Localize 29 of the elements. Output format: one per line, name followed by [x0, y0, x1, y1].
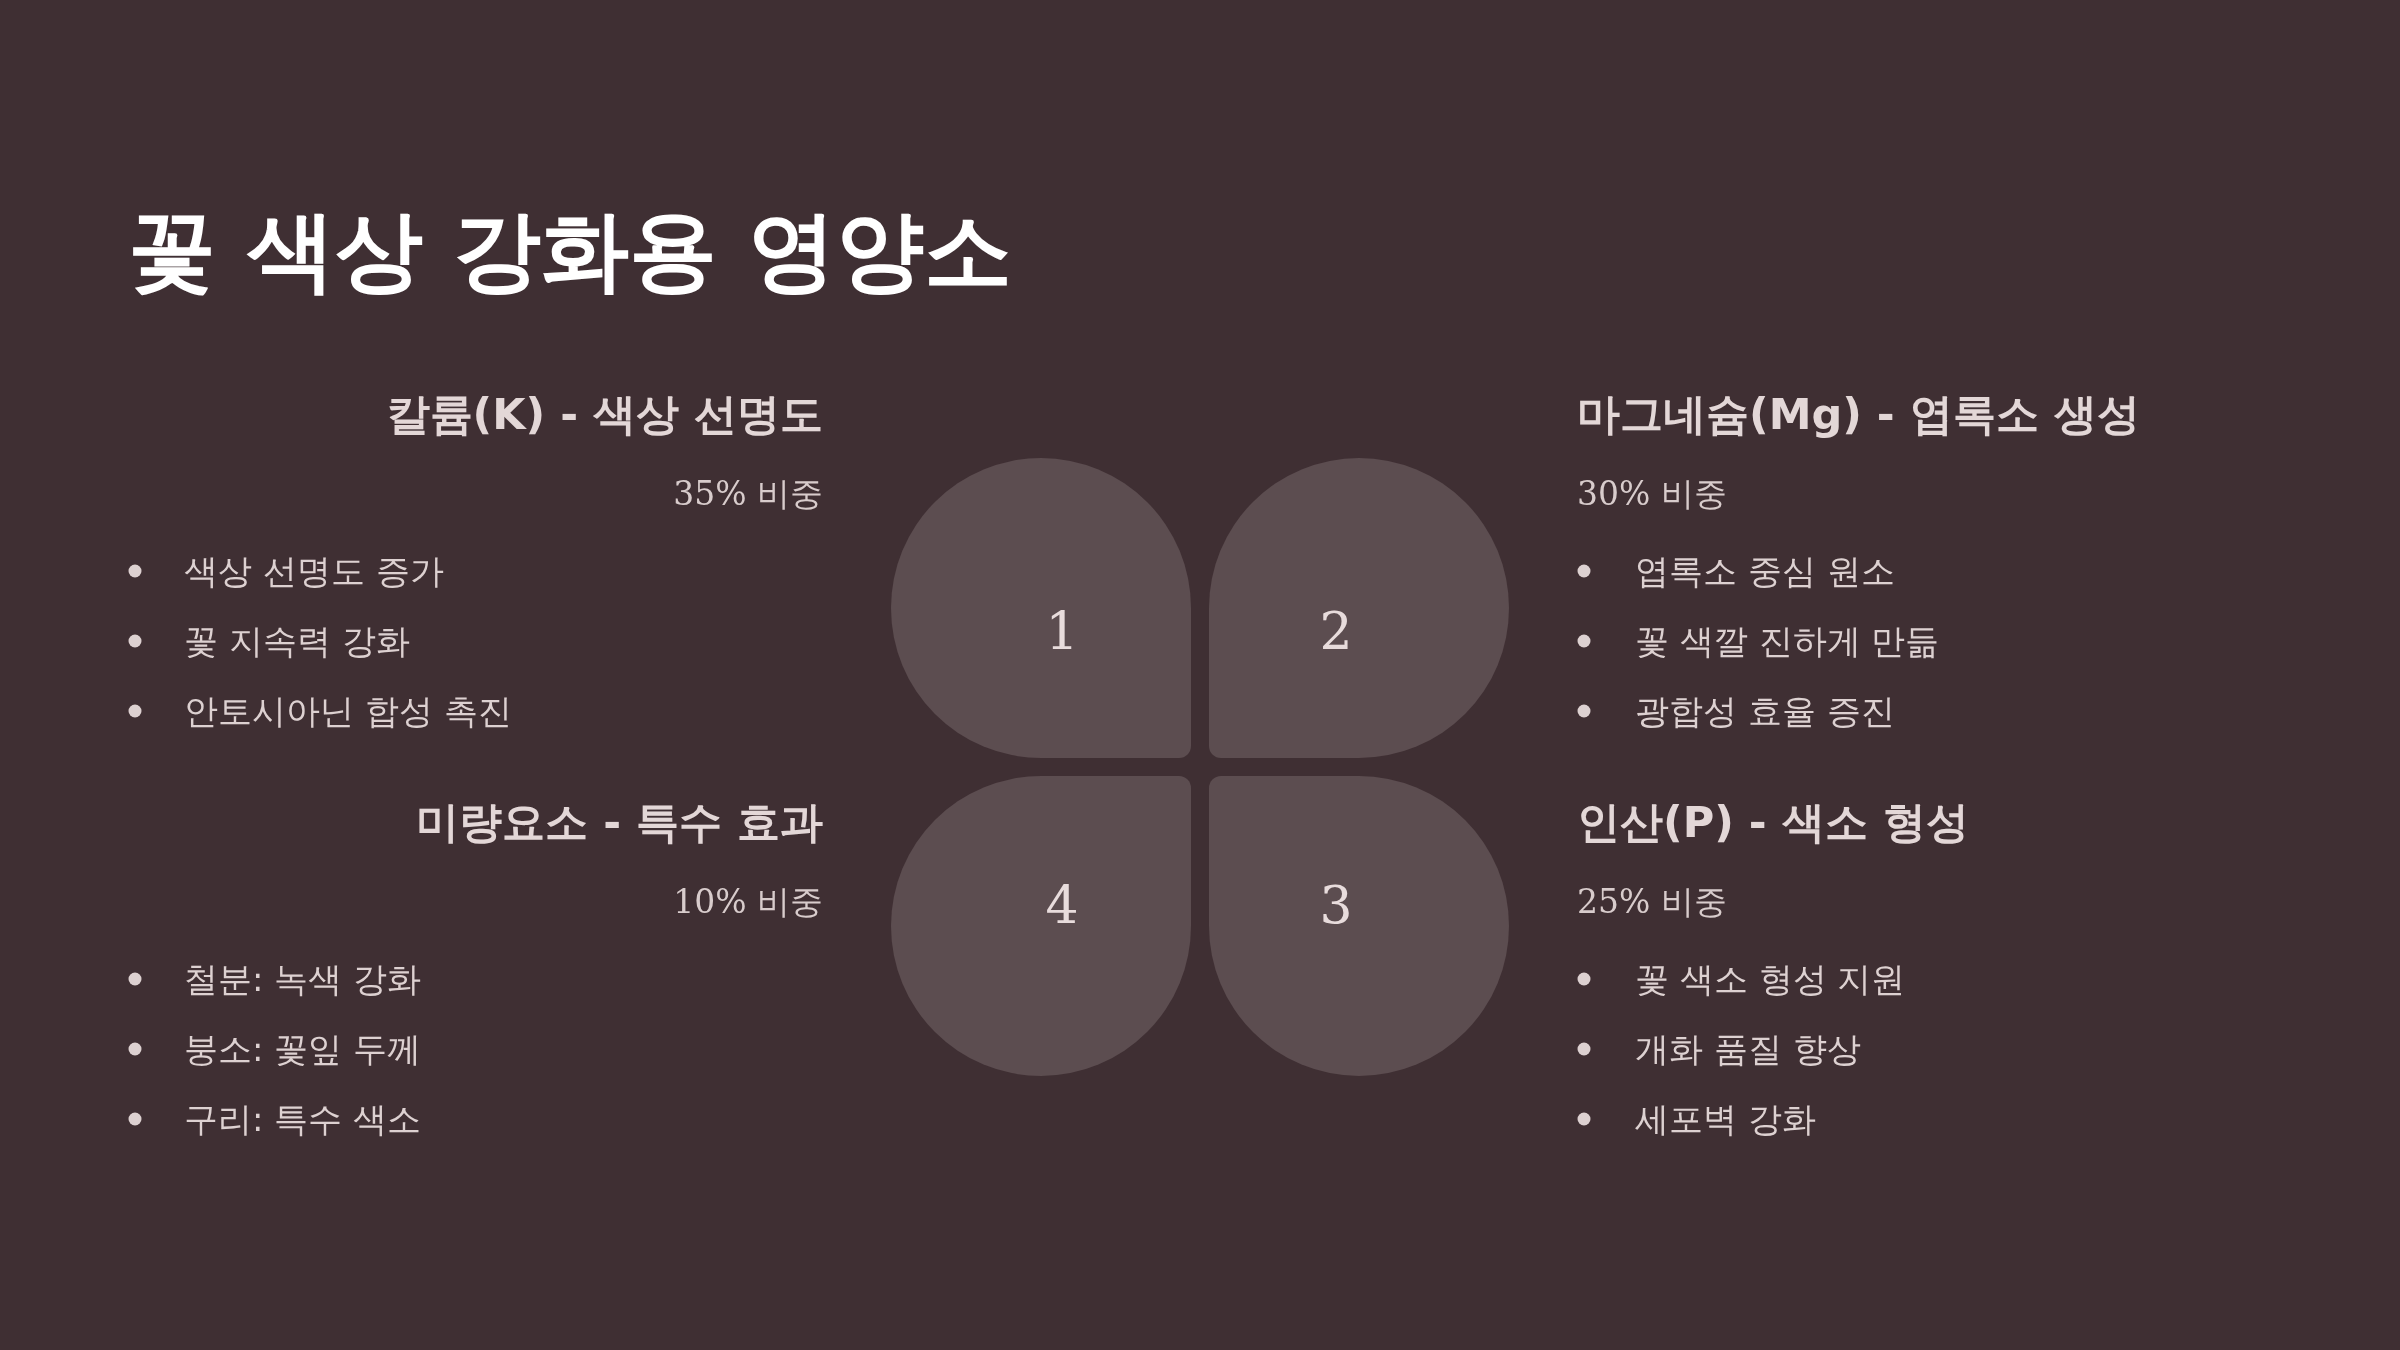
petal-shape: [1209, 458, 1509, 758]
slide-title: 꽃 색상 강화용 영양소: [128, 200, 1012, 302]
petal-number: 2: [1319, 603, 1353, 661]
petal-shape: [891, 776, 1191, 1076]
section-heading: 마그네슘(Mg) - 엽록소 생성: [1577, 389, 2140, 441]
bullet-text: 엽록소 중심 원소: [1635, 550, 1895, 592]
petal-number: 1: [1045, 603, 1079, 661]
bullet-text: 붕소: 꽃잎 두께: [184, 1028, 422, 1070]
bullet-text: 세포벽 강화: [1635, 1098, 1816, 1140]
petal-shape: [891, 458, 1191, 758]
bullet-text: 꽃 색소 형성 지원: [1635, 958, 1906, 1000]
bullet-text: 개화 품질 향상: [1635, 1028, 1861, 1070]
bullet-text: 꽃 색깔 진하게 만듦: [1635, 620, 1940, 662]
percentage-text: 25% 비중: [1577, 882, 1727, 922]
petal-number: 3: [1319, 877, 1353, 935]
percentage-text: 10% 비중: [673, 882, 823, 922]
bullet-text: 꽃 지속력 강화: [184, 620, 410, 662]
bullet-text: 철분: 녹색 강화: [184, 958, 422, 1000]
percentage-text: 35% 비중: [673, 474, 823, 514]
bullet-text: 광합성 효율 증진: [1635, 690, 1895, 732]
bullet-text: 색상 선명도 증가: [184, 550, 444, 592]
bullet-text: 안토시아닌 합성 촉진: [184, 690, 512, 732]
section-heading: 미량요소 - 특수 효과: [416, 797, 823, 849]
petal-number: 4: [1045, 877, 1079, 935]
percentage-text: 30% 비중: [1577, 474, 1727, 514]
bullet-text: 구리: 특수 색소: [184, 1098, 422, 1140]
section-heading: 인산(P) - 색소 형성: [1577, 797, 1969, 849]
petal-shape: [1209, 776, 1509, 1076]
section-heading: 칼륨(K) - 색상 선명도: [386, 389, 823, 441]
